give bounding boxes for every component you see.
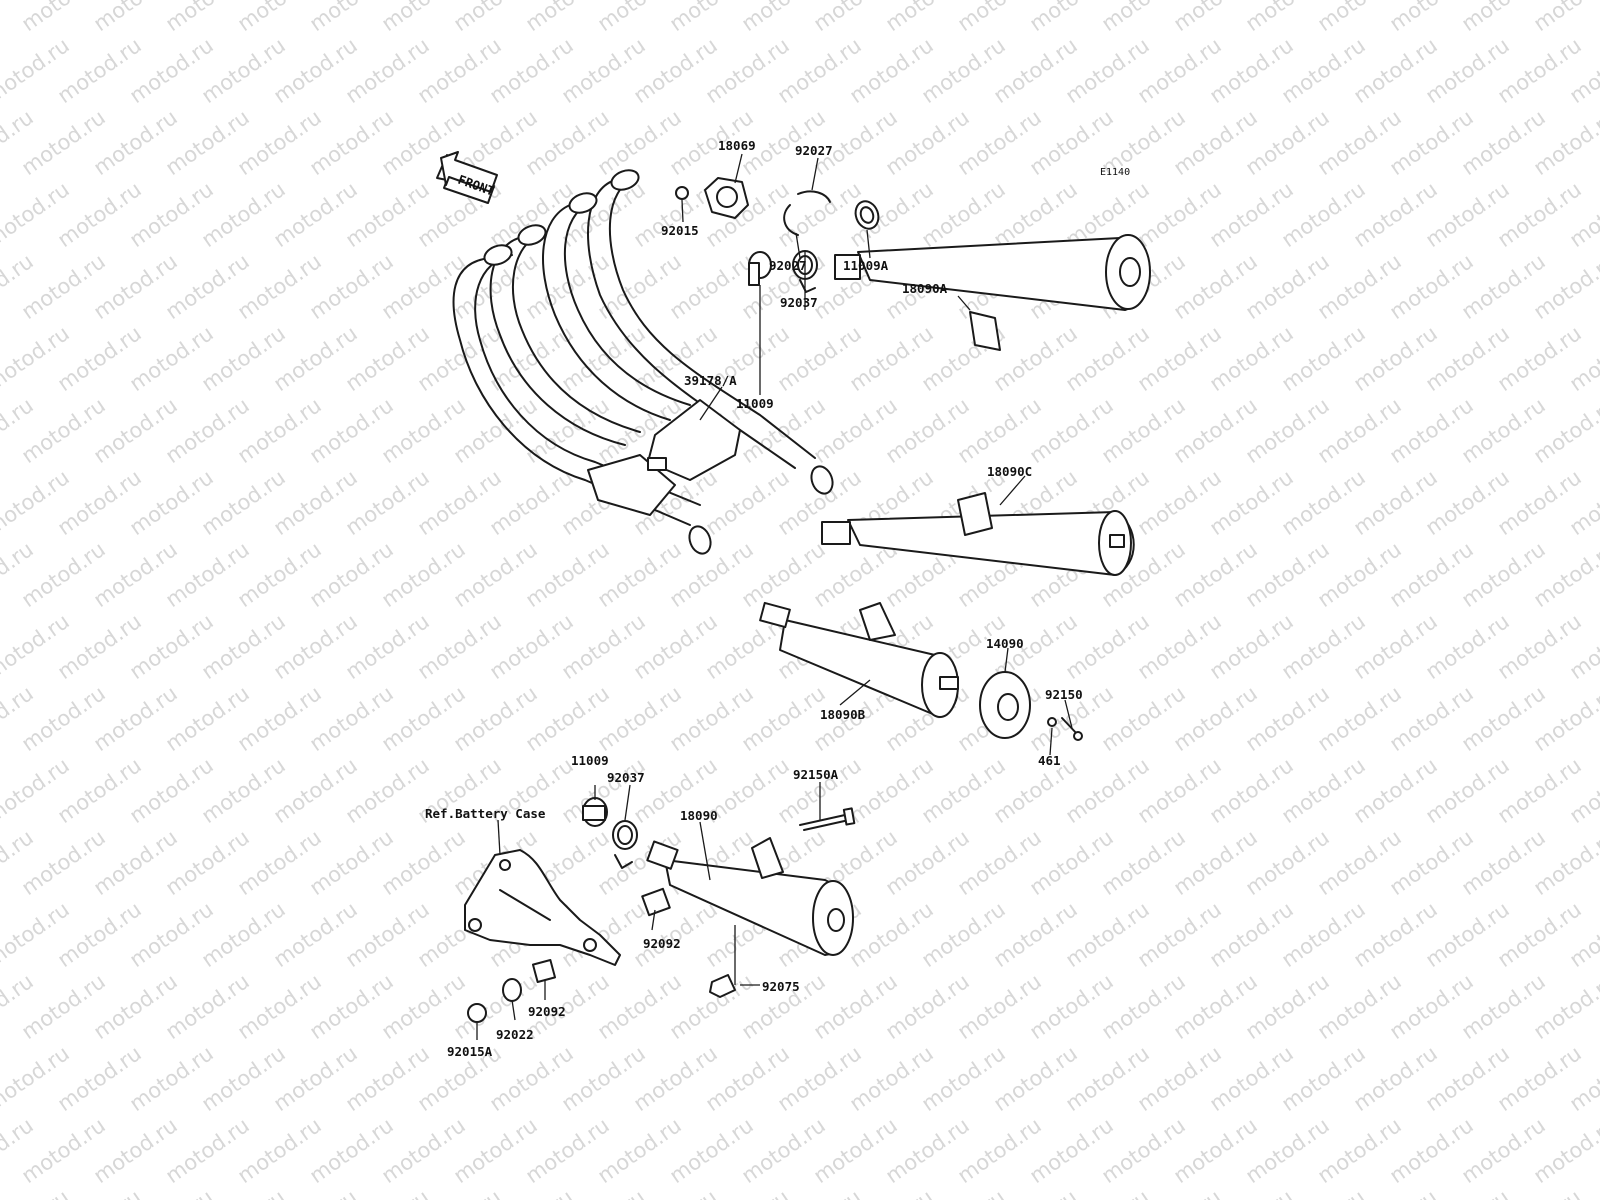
callout-92075: 92075 — [762, 979, 800, 994]
exhaust-header-pipes — [452, 169, 834, 555]
end-cap-14090 — [979, 671, 1083, 741]
callout-92015: 92015 — [661, 223, 699, 238]
callout-18090B: 18090B — [820, 707, 866, 722]
muffler-18090A — [834, 234, 1151, 351]
gasket-clamp-lower — [582, 797, 638, 869]
callout-ref-battery-case: Ref.Battery Case — [425, 806, 546, 821]
callout-39178A: 39178/A — [684, 373, 737, 388]
callout-92037-bottom: 92037 — [607, 770, 645, 785]
muffler-18090 — [641, 807, 856, 998]
callout-92015A: 92015A — [447, 1044, 493, 1059]
callout-11009-bottom: 11009 — [571, 753, 609, 768]
callout-labels: 18069 92027 92015 92027 11009A 92037 180… — [425, 138, 1083, 1059]
gasket-clamp-upper — [748, 250, 818, 293]
small-parts-top — [675, 177, 880, 236]
diagram-code: E1140 — [1100, 167, 1130, 178]
callout-18090A: 18090A — [902, 281, 948, 296]
callout-92150: 92150 — [1045, 687, 1083, 702]
callout-92022: 92022 — [496, 1027, 534, 1042]
leader-lines — [476, 153, 1073, 1040]
callout-18090C: 18090C — [987, 464, 1032, 479]
watermark-text: motod.ru — [0, 1185, 74, 1200]
muffler-18090C — [821, 492, 1135, 576]
watermark-text: motod.ru — [1529, 0, 1600, 36]
callout-461: 461 — [1038, 753, 1061, 768]
battery-case-bracket — [464, 849, 621, 966]
callout-92150A: 92150A — [793, 767, 839, 782]
callout-92092-left: 92092 — [528, 1004, 566, 1019]
small-parts-lower — [467, 958, 557, 1023]
callout-11009A: 11009A — [843, 258, 889, 273]
callout-92092-right: 92092 — [643, 936, 681, 951]
callout-92027-top: 92027 — [795, 143, 833, 158]
callout-92027-bottom: 92027 — [769, 258, 807, 273]
muffler-18090B — [759, 601, 959, 718]
callout-11009-top: 11009 — [736, 396, 774, 411]
callout-18069: 18069 — [718, 138, 756, 153]
callout-92037-top: 92037 — [780, 295, 818, 310]
callout-14090: 14090 — [986, 636, 1024, 651]
front-direction-arrow: FRONT — [436, 151, 498, 204]
callout-18090: 18090 — [680, 808, 718, 823]
